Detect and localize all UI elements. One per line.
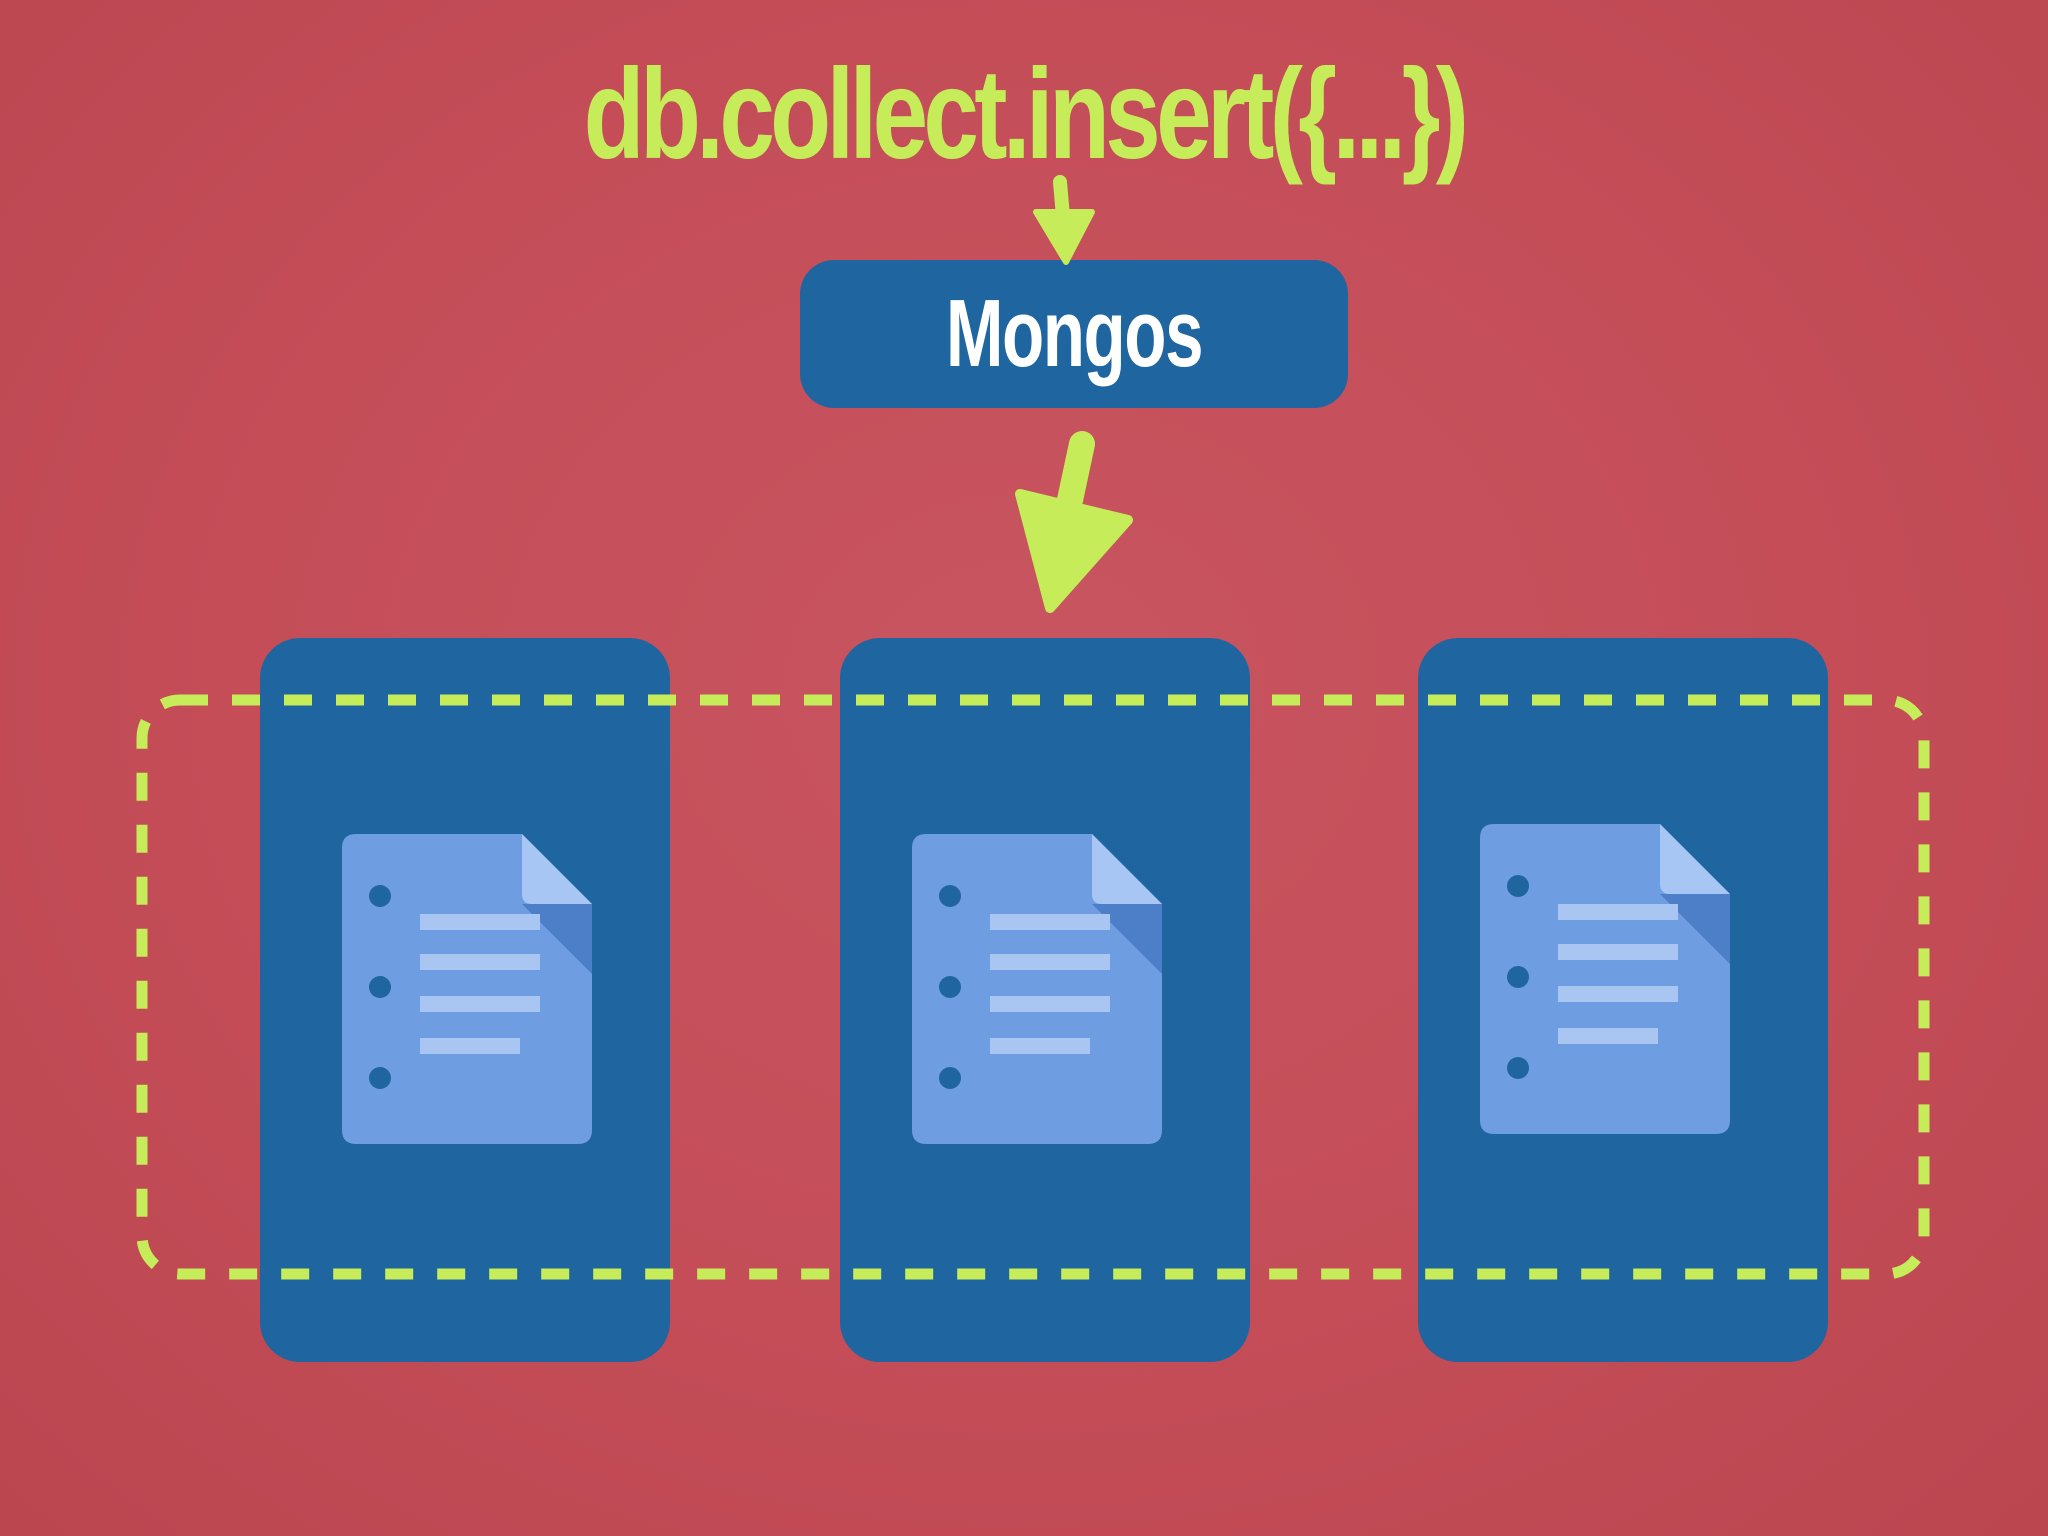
mongos-label: Mongos	[945, 280, 1204, 387]
shard-box-3	[1418, 638, 1828, 1362]
arrow-down-icon	[1015, 431, 1133, 613]
insert-command-title: db.collect.insert({...})	[583, 43, 1469, 186]
mongos-router-box: Mongos	[800, 260, 1348, 408]
document-icon	[1480, 824, 1730, 1134]
shard-box-1	[260, 638, 670, 1362]
document-icon	[342, 834, 592, 1144]
shard-box-2	[840, 638, 1250, 1362]
arrow-down-icon	[1033, 175, 1095, 265]
document-icon	[912, 834, 1162, 1144]
